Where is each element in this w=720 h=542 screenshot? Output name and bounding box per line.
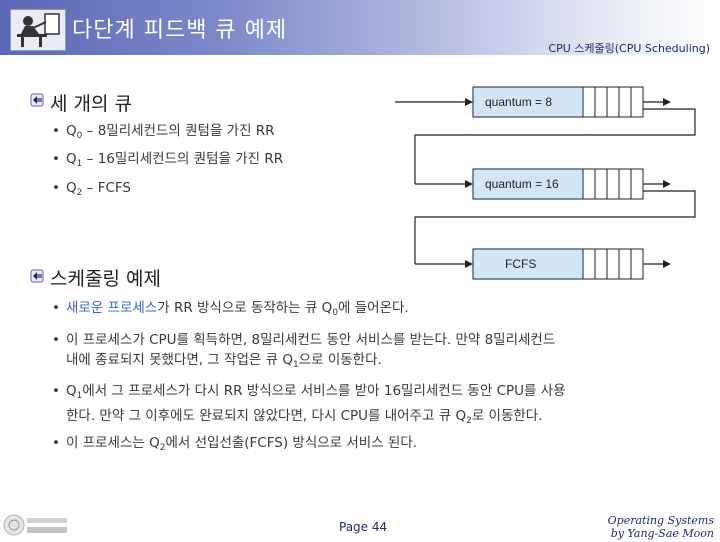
list-item: •Q1에서 그 프로세스가 다시 RR 방식으로 서비스를 받아 16밀리세컨드… (52, 383, 566, 426)
presenter-icon (10, 9, 66, 51)
queue-label-2: FCFS (505, 257, 536, 271)
credit-line-1: Operating Systems (607, 514, 714, 527)
page-number: Page 44 (339, 520, 388, 534)
page-title: 다단계 피드백 큐 예제 (72, 18, 288, 43)
list-item: •새로운 프로세스가 RR 방식으로 동작하는 큐 Q0에 들어온다. (52, 300, 409, 318)
list-item: •이 프로세스는 Q2에서 선입선출(FCFS) 방식으로 서비스 된다. (52, 435, 418, 453)
queue-label-0: quantum = 8 (485, 95, 552, 109)
queue-box-1: quantum = 16 (415, 168, 671, 200)
list-item: •Q1 – 16밀리세컨드의 퀀텀을 가진 RR (52, 151, 284, 169)
bullet-icon (30, 269, 44, 283)
bullet-icon (30, 93, 44, 107)
list-item: •Q2 – FCFS (52, 180, 131, 198)
list-item: •Q0 – 8밀리세컨드의 퀀텀을 가진 RR (52, 123, 275, 141)
queue-box-2: FCFS (415, 248, 671, 280)
queue-diagram: quantum = 8 quantum = 16 FCFS (395, 86, 696, 280)
header-band: 다단계 피드백 큐 예제 CPU 스케줄링(CPU Scheduling) (0, 0, 720, 55)
section-heading-queues: 세 개의 큐 (50, 93, 132, 115)
section-heading-scheduling: 스케줄링 예제 (50, 268, 161, 290)
queue-label-1: quantum = 16 (485, 177, 559, 191)
credit: Operating Systems by Yang-Sae Moon (608, 514, 714, 540)
university-logo (3, 512, 71, 538)
feedback-arrows (414, 108, 696, 264)
queue-box-0: quantum = 8 (395, 86, 671, 118)
credit-line-2: by Yang-Sae Moon (610, 527, 714, 540)
list-item: •이 프로세스가 CPU를 획득하면, 8밀리세컨드 동안 서비스를 받는다. … (52, 332, 556, 370)
page-subtitle: CPU 스케줄링(CPU Scheduling) (548, 42, 710, 55)
